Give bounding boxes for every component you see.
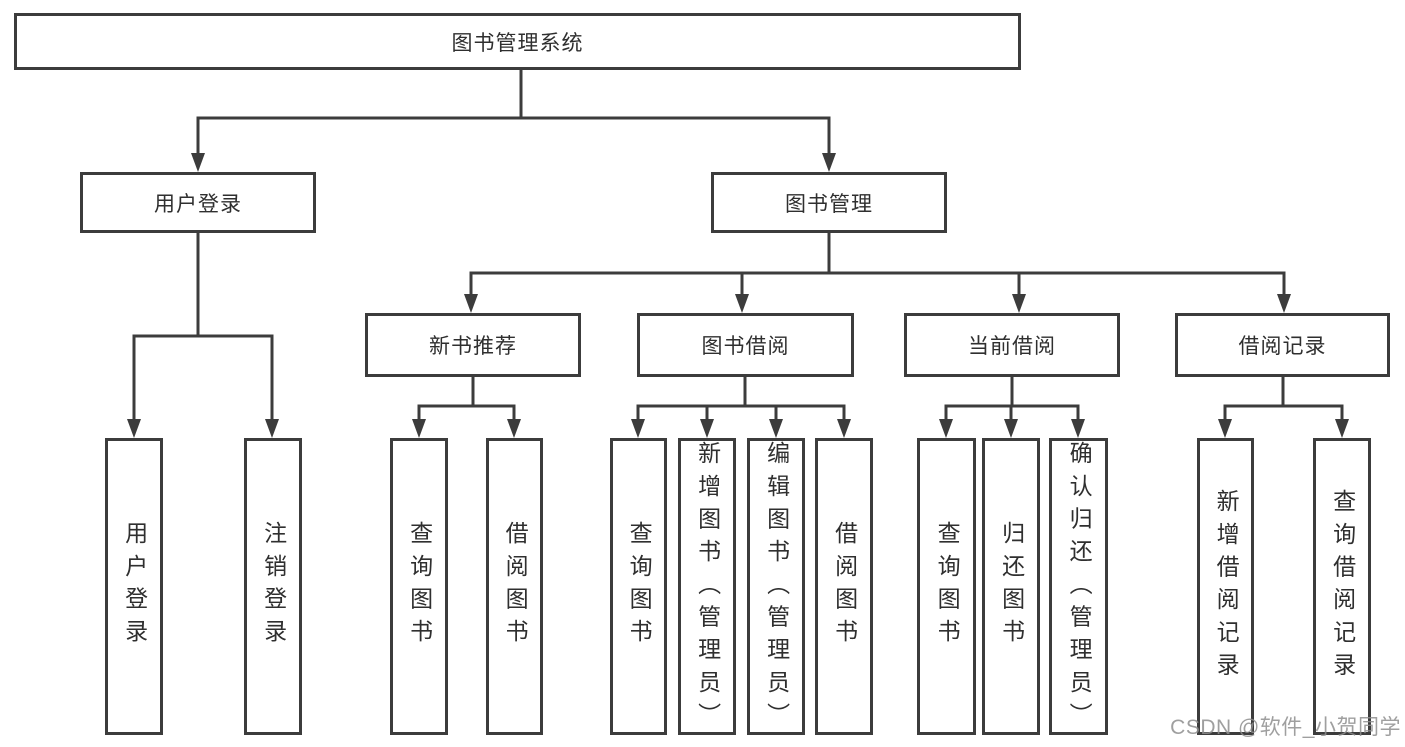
node-borrow-books-borrowing: 借阅图书	[815, 438, 873, 735]
node-add-borrow-record: 新增借阅记录	[1197, 438, 1254, 735]
node-query-books-borrowing: 查询图书	[610, 438, 667, 735]
node-query-books-current: 查询图书	[917, 438, 976, 735]
node-user-login-branch: 用户登录	[80, 172, 316, 233]
node-return-books: 归还图书	[982, 438, 1040, 735]
node-book-management-branch: 图书管理	[711, 172, 947, 233]
node-confirm-return-admin: 确认归还（管理员）	[1049, 438, 1108, 735]
node-user-login: 用户登录	[105, 438, 163, 735]
node-query-borrow-record: 查询借阅记录	[1313, 438, 1371, 735]
csdn-watermark: CSDN @软件_小贺同学	[1170, 716, 1401, 739]
node-book-borrowing: 图书借阅	[637, 313, 854, 377]
node-book-management-system: 图书管理系统	[14, 13, 1021, 70]
node-borrow-books-recommend: 借阅图书	[486, 438, 543, 735]
node-add-books-admin: 新增图书（管理员）	[678, 438, 736, 735]
node-edit-books-admin: 编辑图书（管理员）	[747, 438, 805, 735]
node-new-book-recommend: 新书推荐	[365, 313, 581, 377]
node-borrowing-records: 借阅记录	[1175, 313, 1390, 377]
node-current-borrowing: 当前借阅	[904, 313, 1120, 377]
node-logout: 注销登录	[244, 438, 302, 735]
node-query-books-recommend: 查询图书	[390, 438, 448, 735]
